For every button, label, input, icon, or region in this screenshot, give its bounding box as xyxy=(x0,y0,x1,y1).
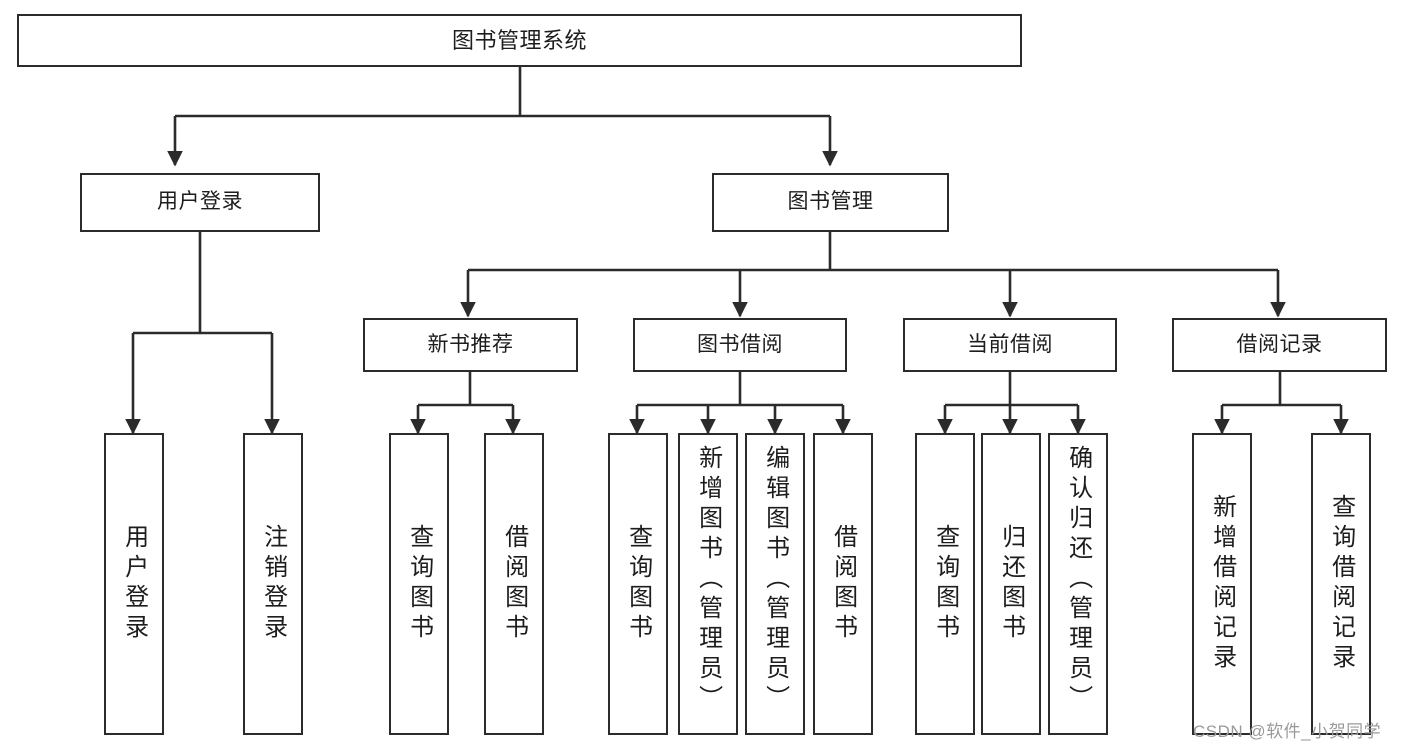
leaf-record-query-record[interactable]: 查询借阅记录 xyxy=(1311,433,1371,735)
leaf-recommend-query-book[interactable]: 查询图书 xyxy=(389,433,449,735)
node-book-borrow[interactable]: 图书借阅 xyxy=(633,318,847,372)
node-label: 图书管理 xyxy=(787,190,874,214)
node-label: 查询借阅记录 xyxy=(1327,494,1355,674)
node-label: 图书借阅 xyxy=(697,332,783,356)
leaf-user-login-signout[interactable]: 注销登录 xyxy=(243,433,303,735)
node-user-login[interactable]: 用户登录 xyxy=(80,173,320,232)
node-new-book-recommend[interactable]: 新书推荐 xyxy=(363,318,578,372)
node-book-management[interactable]: 图书管理 xyxy=(712,173,949,232)
leaf-borrow-query-book[interactable]: 查询图书 xyxy=(608,433,668,735)
node-label: 用户登录 xyxy=(120,524,148,644)
node-label: 借阅图书 xyxy=(500,524,528,644)
leaf-borrow-edit-book-admin[interactable]: 编辑图书（管理员） xyxy=(745,433,805,735)
leaf-borrow-add-book-admin[interactable]: 新增图书（管理员） xyxy=(678,433,738,735)
node-label: 归还图书 xyxy=(997,524,1025,644)
node-label: 图书管理系统 xyxy=(451,27,587,53)
node-root-system[interactable]: 图书管理系统 xyxy=(17,14,1022,67)
node-current-borrow[interactable]: 当前借阅 xyxy=(903,318,1117,372)
node-label: 查询图书 xyxy=(931,524,959,644)
watermark-credit: CSDN @软件_小贺同学 xyxy=(1193,722,1382,741)
node-label: 用户登录 xyxy=(157,190,243,214)
node-label: 注销登录 xyxy=(259,524,287,644)
node-label: 借阅图书 xyxy=(829,524,857,644)
leaf-current-query-book[interactable]: 查询图书 xyxy=(915,433,975,735)
node-borrow-record[interactable]: 借阅记录 xyxy=(1172,318,1387,372)
node-label: 当前借阅 xyxy=(967,332,1053,356)
node-label: 借阅记录 xyxy=(1236,332,1323,356)
node-label: 新增借阅记录 xyxy=(1208,494,1236,674)
leaf-borrow-borrow-book[interactable]: 借阅图书 xyxy=(813,433,873,735)
leaf-recommend-borrow-book[interactable]: 借阅图书 xyxy=(484,433,544,735)
leaf-current-confirm-return-admin[interactable]: 确认归还（管理员） xyxy=(1048,433,1108,735)
node-label: 编辑图书（管理员） xyxy=(761,445,789,715)
node-label: 查询图书 xyxy=(624,524,652,644)
node-label: 确认归还（管理员） xyxy=(1064,445,1092,715)
leaf-current-return-book[interactable]: 归还图书 xyxy=(981,433,1041,735)
node-label: 查询图书 xyxy=(405,524,433,644)
leaf-user-login-signin[interactable]: 用户登录 xyxy=(104,433,164,735)
node-label: 新书推荐 xyxy=(427,332,514,356)
leaf-record-add-record[interactable]: 新增借阅记录 xyxy=(1192,433,1252,735)
node-label: 新增图书（管理员） xyxy=(694,445,722,715)
